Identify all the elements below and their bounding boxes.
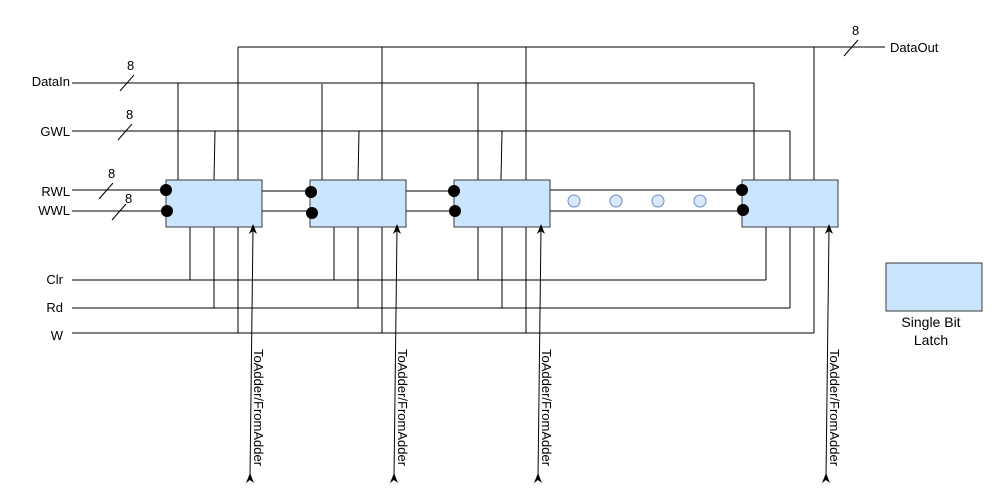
latch-2 (309, 179, 407, 228)
gwl-bus-width: 8 (117, 107, 133, 141)
svg-text:8: 8 (852, 23, 859, 38)
wires (72, 46, 885, 334)
rd-label: Rd (46, 300, 63, 315)
datain-label: DataIn (32, 74, 70, 89)
rwl-bus-width: 8 (98, 166, 115, 200)
adder-port-label-4: ToAdder/FromAdder (827, 349, 842, 467)
ellipsis-dots (567, 194, 707, 208)
latch-3 (453, 179, 551, 228)
svg-text:8: 8 (126, 107, 133, 122)
dataout-label: DataOut (890, 40, 939, 55)
legend-label: Single Bit Latch (884, 313, 978, 349)
adder-port-label-3: ToAdder/FromAdder (539, 349, 554, 467)
latch-1 (165, 179, 263, 228)
gwl-label: GWL (40, 124, 70, 139)
dataout-bus-width: 8 (843, 23, 859, 57)
adder-port-label-1: ToAdder/FromAdder (251, 349, 266, 467)
w-label: W (51, 328, 64, 343)
legend-label-line2: Latch (913, 332, 949, 348)
connection-dots (160, 184, 749, 219)
legend-label-line1: Single Bit (901, 314, 961, 330)
svg-text:8: 8 (108, 166, 115, 181)
datain-bus-width: 8 (119, 58, 135, 92)
adder-port-label-2: ToAdder/FromAdder (395, 349, 410, 467)
svg-text:8: 8 (125, 191, 132, 206)
legend-latch-swatch (885, 262, 983, 312)
svg-text:8: 8 (127, 58, 134, 73)
wwl-bus-width: 8 (111, 191, 132, 221)
rwl-label: RWL (41, 184, 70, 199)
clr-label: Clr (46, 272, 63, 287)
adder-arrows (245, 224, 833, 484)
wwl-label: WWL (38, 203, 70, 218)
latch-n (741, 179, 839, 228)
